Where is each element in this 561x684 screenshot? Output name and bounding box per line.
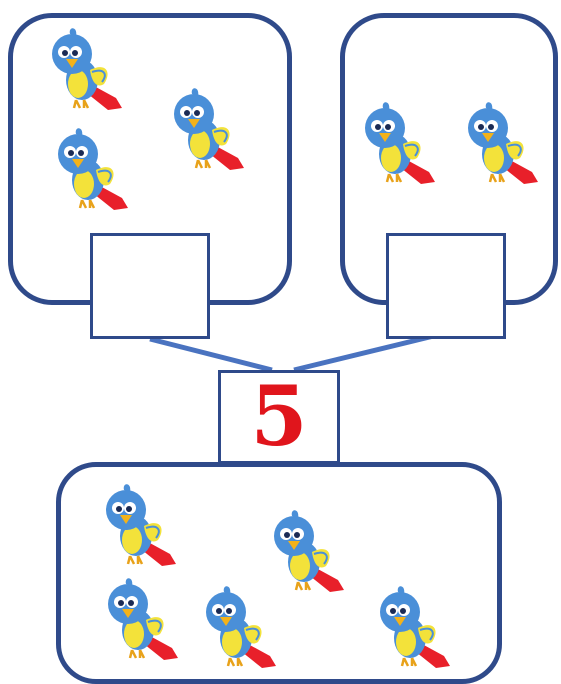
bird-icon [96, 484, 180, 568]
bird-icon [458, 102, 542, 186]
bird-icon [48, 128, 132, 212]
bird-icon [42, 28, 126, 112]
connector-left [150, 339, 272, 370]
total-number: 5 [250, 376, 307, 458]
bird-icon [370, 586, 454, 670]
bird-icon [264, 510, 348, 594]
bird-icon [164, 88, 248, 172]
bird-icon [196, 586, 280, 670]
left-answer-box[interactable] [90, 233, 210, 339]
bird-icon [98, 578, 182, 662]
right-answer-box[interactable] [386, 233, 506, 339]
total-box: 5 [218, 370, 340, 464]
bird-icon [355, 102, 439, 186]
